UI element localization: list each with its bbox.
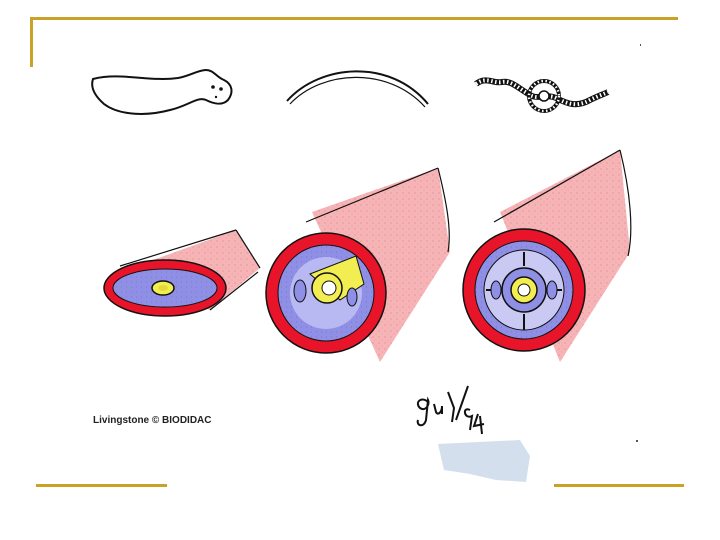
speck-dot: [640, 44, 641, 46]
flatworm-icon: [92, 70, 231, 114]
segmented-worm-icon: [476, 80, 608, 111]
coelomate-cross-section: [463, 150, 631, 362]
artist-signature: [418, 386, 484, 434]
roundworm-icon: [287, 71, 428, 107]
credit-caption: Livingstone © BIODIDAC: [93, 415, 211, 426]
acoelomate-cross-section: [104, 230, 260, 316]
stamp-mark: [438, 440, 530, 482]
speck-dot: [636, 440, 638, 442]
pseudocoelomate-cross-section: [266, 168, 450, 362]
